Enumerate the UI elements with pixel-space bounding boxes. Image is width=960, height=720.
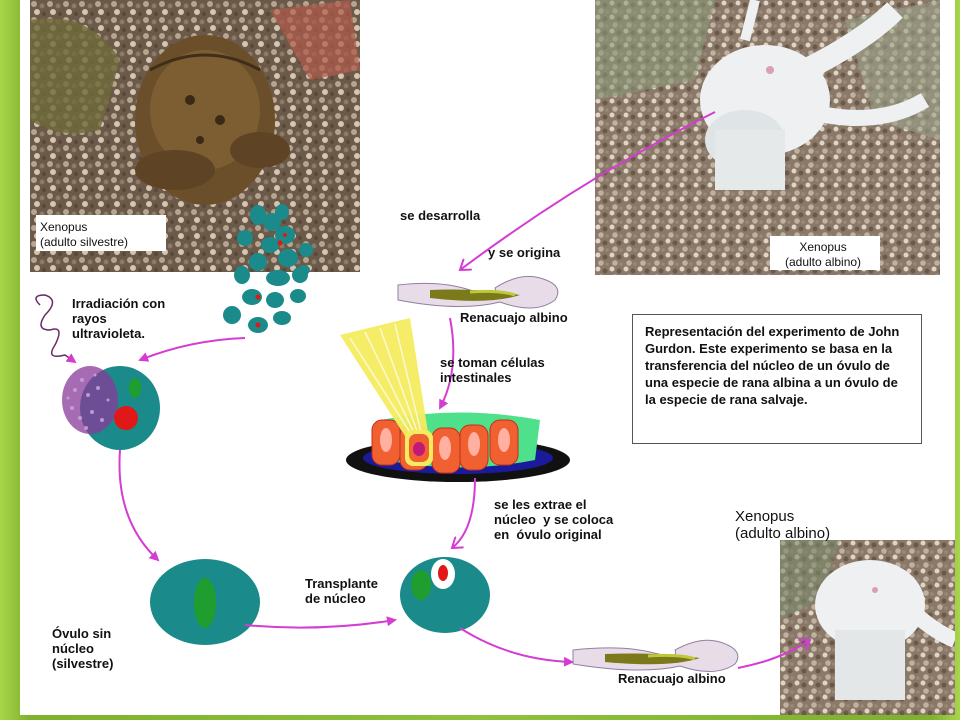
- xenopus-albino-top-label: Xenopus (adulto albino): [785, 240, 862, 269]
- arrow-empty-to-transplant: [244, 616, 397, 629]
- albino-frog-photo-bottom: [780, 540, 955, 715]
- diagram-drawings: [35, 111, 955, 672]
- albino-frog-photo-top: Xenopus (adulto albino): [595, 0, 940, 275]
- albino-frog-image-bottom: [780, 540, 955, 715]
- transplante-label: Transplante de núcleo: [305, 576, 378, 606]
- se-desarrolla-label: se desarrolla: [400, 208, 481, 223]
- arrow-tadpole-to-intestine: [439, 317, 455, 410]
- y-se-origina-label: y se origina: [488, 245, 561, 260]
- arrow-intestine-to-egg: [452, 477, 476, 548]
- diagram-canvas: Xenopus (adulto silvestre) Xenopus (adul…: [20, 0, 955, 715]
- wild-frog-image: [30, 0, 360, 272]
- albino-tadpole-top: [397, 275, 559, 309]
- xenopus-albino-bottom-label: Xenopus (adulto albino): [735, 508, 831, 542]
- arrow-irradiated-to-empty: [118, 449, 160, 562]
- se-toman-label: se toman células intestinales: [440, 355, 545, 385]
- se-extrae-label: se les extrae el núcleo y se coloca en ó…: [494, 497, 614, 542]
- uv-squiggle: [35, 294, 77, 364]
- renacuajo-top-label: Renacuajo albino: [460, 310, 568, 325]
- renacuajo-bottom-label: Renacuajo albino: [618, 671, 726, 686]
- arrow-tadpole-to-adult: [737, 640, 810, 669]
- arrow-transplant-to-tadpole: [459, 627, 574, 667]
- irradiacion-label: Irradiación con rayos ultravioleta.: [72, 296, 166, 341]
- arrow-cells-to-irradiated: [138, 337, 246, 362]
- egg2-green-body: [411, 570, 431, 600]
- transplanted-nucleus: [438, 565, 448, 581]
- experiment-description: Representación del experimento de John G…: [632, 314, 922, 444]
- albino-frog-image-top: [595, 0, 940, 275]
- albino-tadpole-bottom: [572, 639, 739, 672]
- egg-green-body: [194, 578, 216, 628]
- arrow-albino-to-tadpole: [460, 111, 716, 270]
- ovulo-sin-label: Óvulo sin núcleo (silvestre): [52, 626, 114, 671]
- egg-cells-cascade: [223, 204, 313, 333]
- wild-frog-photo: Xenopus (adulto silvestre): [30, 0, 360, 272]
- irradiated-egg: [62, 366, 160, 450]
- xenopus-wild-label: Xenopus (adulto silvestre): [40, 220, 129, 249]
- intestinal-cells: [340, 318, 570, 482]
